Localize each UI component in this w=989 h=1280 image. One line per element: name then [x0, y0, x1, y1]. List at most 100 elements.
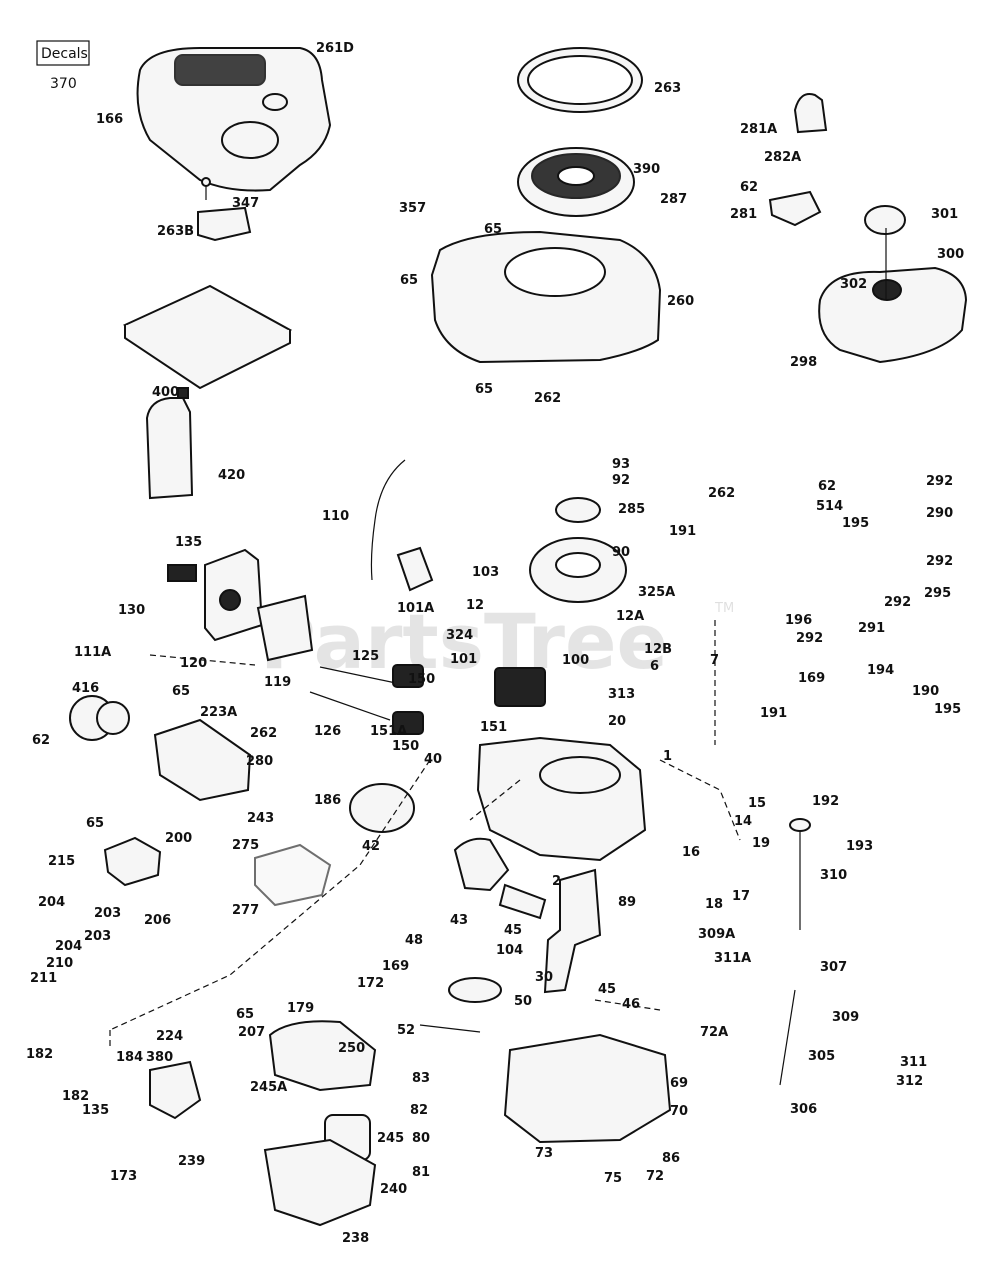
callout-50[interactable]: 50: [514, 994, 532, 1009]
callout-104[interactable]: 104: [496, 943, 523, 958]
callout-151[interactable]: 151: [480, 720, 507, 735]
air-filter-part[interactable]: [122, 284, 293, 390]
base-240-part[interactable]: [263, 1138, 377, 1227]
callout-210[interactable]: 210: [46, 956, 73, 971]
callout-302[interactable]: 302: [840, 277, 867, 292]
callout-295[interactable]: 295: [924, 586, 951, 601]
callout-182[interactable]: 182: [62, 1089, 89, 1104]
callout-277[interactable]: 277: [232, 903, 259, 918]
callout-238[interactable]: 238: [342, 1231, 369, 1246]
callout-93[interactable]: 93: [612, 457, 630, 472]
gasket-119-part[interactable]: [256, 594, 314, 662]
callout-311A[interactable]: 311A: [714, 951, 751, 966]
callout-309A[interactable]: 309A: [698, 927, 735, 942]
callout-196[interactable]: 196: [785, 613, 812, 628]
callout-120[interactable]: 120: [180, 656, 207, 671]
callout-195[interactable]: 195: [842, 516, 869, 531]
sump-70-part[interactable]: [503, 1033, 672, 1144]
carburetor-200-part[interactable]: [103, 836, 162, 887]
callout-305[interactable]: 305: [808, 1049, 835, 1064]
callout-287[interactable]: 287: [660, 192, 687, 207]
engine-cover-part[interactable]: [136, 47, 332, 192]
callout-211[interactable]: 211: [30, 971, 57, 986]
callout-245[interactable]: 245: [377, 1131, 404, 1146]
spring-135-part[interactable]: [167, 564, 197, 582]
gasket-263b-part[interactable]: [197, 206, 252, 242]
crankshaft-part[interactable]: [543, 868, 602, 994]
callout-169[interactable]: 169: [798, 671, 825, 686]
callout-103[interactable]: 103: [472, 565, 499, 580]
callout-262[interactable]: 262: [250, 726, 277, 741]
callout-48[interactable]: 48: [405, 933, 423, 948]
callout-135[interactable]: 135: [175, 535, 202, 550]
callout-420[interactable]: 420: [218, 468, 245, 483]
callout-72[interactable]: 72: [646, 1169, 664, 1184]
carb-380-part[interactable]: [149, 1060, 202, 1120]
callout-347[interactable]: 347: [232, 196, 259, 211]
callout-281A[interactable]: 281A: [740, 122, 777, 137]
callout-45[interactable]: 45: [504, 923, 522, 938]
callout-215[interactable]: 215: [48, 854, 75, 869]
callout-186[interactable]: 186: [314, 793, 341, 808]
callout-62[interactable]: 62: [32, 733, 50, 748]
callout-62[interactable]: 62: [818, 479, 836, 494]
callout-65[interactable]: 65: [484, 222, 502, 237]
intake-part[interactable]: [204, 548, 264, 642]
callout-357[interactable]: 357: [399, 201, 426, 216]
callout-65[interactable]: 65: [400, 273, 418, 288]
callout-12B[interactable]: 12B: [644, 642, 672, 657]
oil-bottle-part[interactable]: [145, 387, 194, 500]
callout-390[interactable]: 390: [633, 162, 660, 177]
callout-70[interactable]: 70: [670, 1104, 688, 1119]
callout-150[interactable]: 150: [392, 739, 419, 754]
callout-192[interactable]: 192: [812, 794, 839, 809]
rings-42-part[interactable]: [349, 783, 415, 833]
callout-290[interactable]: 290: [926, 506, 953, 521]
housing-275-part[interactable]: [254, 843, 332, 907]
callout-275[interactable]: 275: [232, 838, 259, 853]
callout-204[interactable]: 204: [55, 939, 82, 954]
callout-245A[interactable]: 245A: [250, 1080, 287, 1095]
callout-52[interactable]: 52: [397, 1023, 415, 1038]
callout-262[interactable]: 262: [708, 486, 735, 501]
callout-416[interactable]: 416: [72, 681, 99, 696]
callout-200[interactable]: 200: [165, 831, 192, 846]
callout-42[interactable]: 42: [362, 839, 380, 854]
manifold-280-part[interactable]: [153, 718, 252, 802]
callout-65[interactable]: 65: [86, 816, 104, 831]
callout-135[interactable]: 135: [82, 1103, 109, 1118]
callout-291[interactable]: 291: [858, 621, 885, 636]
callout-191[interactable]: 191: [760, 706, 787, 721]
callout-82[interactable]: 82: [410, 1103, 428, 1118]
callout-190[interactable]: 190: [912, 684, 939, 699]
callout-514[interactable]: 514: [816, 499, 843, 514]
callout-12A[interactable]: 12A: [616, 609, 644, 624]
callout-16[interactable]: 16: [682, 845, 700, 860]
callout-184[interactable]: 184: [116, 1050, 143, 1065]
callout-223A[interactable]: 223A: [200, 705, 237, 720]
callout-119[interactable]: 119: [264, 675, 291, 690]
callout-89[interactable]: 89: [618, 895, 636, 910]
callout-111A[interactable]: 111A: [74, 645, 111, 660]
callout-309[interactable]: 309: [832, 1010, 859, 1025]
callout-18[interactable]: 18: [705, 897, 723, 912]
callout-1[interactable]: 1: [663, 749, 672, 764]
callout-224[interactable]: 224: [156, 1029, 183, 1044]
callout-125[interactable]: 125: [352, 649, 379, 664]
callout-73[interactable]: 73: [535, 1146, 553, 1161]
callout-206[interactable]: 206: [144, 913, 171, 928]
callout-81[interactable]: 81: [412, 1165, 430, 1180]
piston-part[interactable]: [453, 837, 510, 892]
callout-83[interactable]: 83: [412, 1071, 430, 1086]
callout-45[interactable]: 45: [598, 982, 616, 997]
callout-306[interactable]: 306: [790, 1102, 817, 1117]
callout-282A[interactable]: 282A: [764, 150, 801, 165]
callout-172[interactable]: 172: [357, 976, 384, 991]
callout-280[interactable]: 280: [246, 754, 273, 769]
callout-325A[interactable]: 325A: [638, 585, 675, 600]
blower-housing-part[interactable]: [430, 230, 662, 364]
callout-14[interactable]: 14: [734, 814, 752, 829]
coil-100-part[interactable]: [494, 667, 546, 707]
callout-207[interactable]: 207: [238, 1025, 265, 1040]
callout-298[interactable]: 298: [790, 355, 817, 370]
